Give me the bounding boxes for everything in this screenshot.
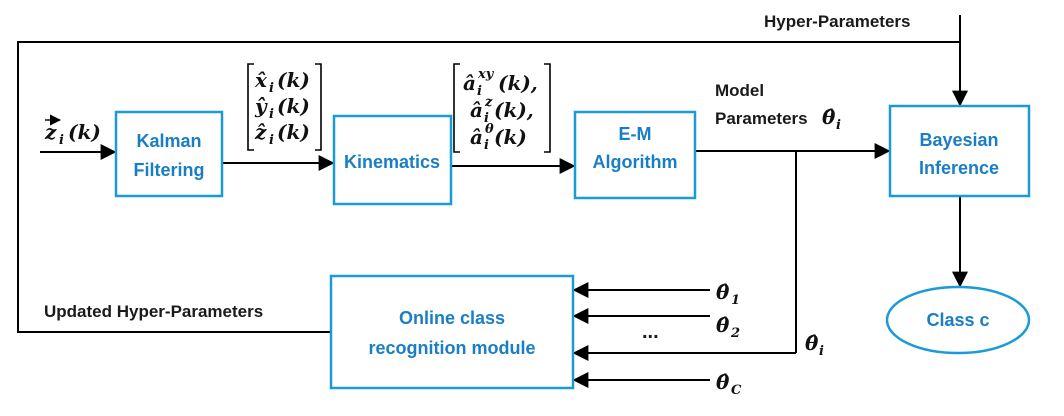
theta-1-label: θ̂ 1	[716, 280, 740, 308]
theta-2-label: θ̂ 2	[716, 313, 740, 341]
online-label-line2: recognition module	[368, 338, 535, 358]
parameters-label: Parameters	[715, 109, 808, 128]
axy-sup: xy	[477, 67, 495, 82]
ellipsis-label: ...	[642, 321, 659, 343]
em-label-line2: Algorithm	[593, 152, 678, 172]
model-theta-sub: i	[836, 118, 841, 133]
bayesian-label-line2: Inference	[919, 158, 999, 178]
zhat-base: ẑ	[254, 120, 267, 144]
theta-1-sub: 1	[731, 293, 740, 308]
theta-2-base: θ̂	[716, 313, 730, 337]
online-recognition-block: Online class recognition module	[329, 274, 575, 390]
hyper-parameters-line	[17, 15, 961, 333]
theta-2-sub: 2	[730, 326, 740, 341]
atheta-sub: i	[484, 138, 489, 153]
axy-sub: i	[477, 84, 482, 99]
theta-1-base: θ̂	[716, 280, 730, 304]
theta-c-sub: C	[731, 383, 742, 398]
az-arg: (k),	[494, 98, 534, 122]
kalman-filtering-block: Kalman Filtering	[114, 110, 224, 198]
xhat-sub: i	[269, 81, 274, 96]
em-algorithm-block: E-M Algorithm	[573, 110, 697, 200]
input-signal-label: z i (k)	[44, 114, 101, 148]
input-z-arg: (k)	[68, 120, 101, 144]
axy-arg: (k),	[498, 71, 538, 95]
updated-hyper-parameters-label: Updated Hyper-Parameters	[44, 302, 263, 321]
az-sup: z	[484, 95, 493, 110]
xhat-base: x̂	[254, 68, 268, 92]
atheta-sup: θ	[485, 122, 494, 137]
kinematics-block: Kinematics	[332, 114, 453, 206]
em-label-line1: E-M	[619, 124, 652, 144]
zhat-arg: (k)	[277, 120, 310, 144]
az-base: â	[470, 98, 483, 122]
theta-c-base: θ̂	[716, 370, 730, 394]
kalman-label-line1: Kalman	[136, 131, 201, 151]
input-z-sub: i	[59, 133, 64, 148]
theta-c-label: θ̂ C	[716, 370, 742, 398]
bayesian-inference-block: Bayesian Inference	[888, 104, 1031, 198]
input-z-base: z	[44, 120, 57, 144]
axy-base: â	[463, 71, 476, 95]
yhat-base: ŷ	[254, 94, 268, 118]
theta-i-sub: i	[819, 344, 824, 359]
yhat-arg: (k)	[277, 94, 310, 118]
online-label-line1: Online class	[399, 308, 505, 328]
zhat-sub: i	[269, 133, 274, 148]
model-theta-label: θ̂ i	[822, 105, 841, 133]
kalman-output-vector: x̂ i (k) ŷ i (k) ẑ i (k)	[247, 63, 322, 151]
kalman-label-line2: Filtering	[134, 160, 205, 180]
atheta-base: â	[470, 125, 483, 149]
class-c-node: Class c	[885, 285, 1031, 355]
class-c-label: Class c	[926, 310, 989, 330]
theta-i-label: θ̂ i	[805, 331, 824, 359]
xhat-arg: (k)	[277, 68, 310, 92]
az-sub: i	[484, 111, 489, 126]
kinematics-output-vector: â xy i (k), â z i (k), â θ i (k)	[453, 63, 551, 153]
atheta-arg: (k)	[494, 125, 527, 149]
bayesian-label-line1: Bayesian	[919, 130, 998, 150]
theta-i-base: θ̂	[805, 331, 819, 355]
model-theta-base: θ̂	[822, 105, 836, 129]
kinematics-label: Kinematics	[344, 152, 440, 172]
yhat-sub: i	[269, 107, 274, 122]
hyper-parameters-label: Hyper-Parameters	[764, 12, 910, 31]
model-label: Model	[715, 81, 764, 100]
